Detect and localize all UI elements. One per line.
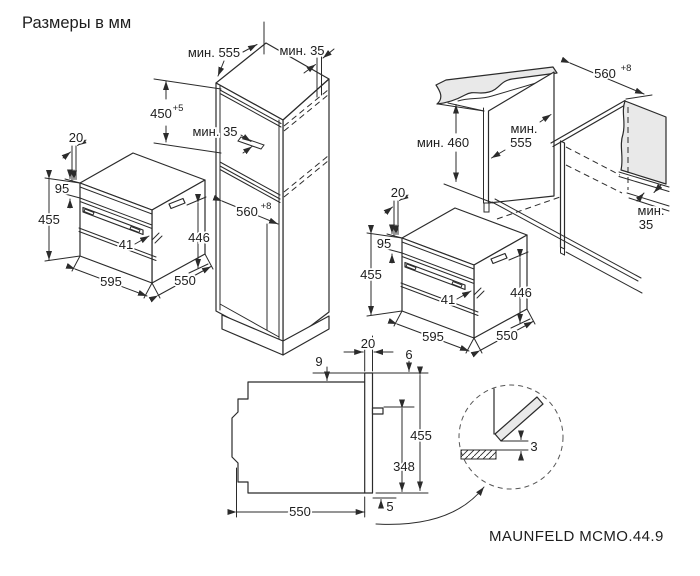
dim-base-cabinet-rear-clearance-label: мин.: [638, 203, 665, 218]
tall-cabinet-diagram: мин. 555 мин. 35 450 +5 мин. 35 560 +8: [148, 21, 335, 356]
left-built-in-oven: [38, 130, 213, 298]
dim-tall-cabinet-top-clearance: мин. 35: [279, 43, 324, 58]
open-door-section: [494, 396, 544, 442]
detail-circle: [458, 384, 564, 490]
dim-tall-cabinet-niche-width: 560: [236, 204, 258, 219]
shelf-vent-slot: [237, 136, 265, 150]
oven-section-handle: [371, 407, 384, 415]
cabinet-floor-hatch: [460, 449, 497, 460]
dim-tall-cabinet-niche-width-tol: +8: [261, 201, 272, 212]
dim-tall-cabinet-niche-height-tol: +5: [173, 103, 184, 114]
dim-base-cabinet-rear-clearance-value: 35: [639, 217, 653, 232]
dim-base-cabinet-niche-width: 560: [594, 66, 616, 81]
page-title: Размеры в мм: [22, 14, 131, 32]
door-angle-detail: 3: [375, 384, 564, 525]
countertop-slab: [435, 66, 558, 105]
dim-section-depth: 550: [289, 504, 311, 519]
dim-section-bottom-gap: 5: [386, 499, 393, 514]
side-section-diagram: 9 20 6 455 348 5 550: [227, 334, 434, 521]
dim-detail-door-gap: 3: [530, 439, 537, 454]
dim-base-cabinet-min-depth-label: мин.: [511, 121, 538, 136]
dim-section-lower-height: 348: [393, 459, 415, 474]
model-label: MAUNFELD MCMO.44.9: [489, 528, 664, 545]
right-built-in-oven: [360, 185, 535, 353]
dim-base-cabinet-min-height: мин. 460: [417, 135, 469, 150]
dim-section-height: 455: [410, 428, 432, 443]
dim-section-top-recess: 9: [315, 354, 322, 369]
dim-tall-cabinet-min-depth: мин. 555: [188, 45, 240, 60]
right-rear-panel: [620, 100, 667, 185]
oven-section-body: [231, 381, 366, 494]
detail-leader-arrow: [375, 486, 485, 525]
dim-tall-cabinet-rear-clearance: мин. 35: [192, 124, 237, 139]
dim-section-front-gap: 6: [405, 347, 412, 362]
base-cabinet-diagram: 560 +8 мин. 460 мин. 555 мин. 35: [415, 56, 670, 294]
dim-base-cabinet-niche-width-tol: +8: [621, 63, 632, 74]
tall-cabinet-right-face: [282, 78, 330, 348]
dim-tall-cabinet-niche-height: 450: [150, 106, 172, 121]
dim-base-cabinet-min-depth-value: 555: [510, 135, 532, 150]
dim-section-door-thickness: 20: [361, 336, 375, 351]
oven-section-door: [364, 372, 374, 494]
